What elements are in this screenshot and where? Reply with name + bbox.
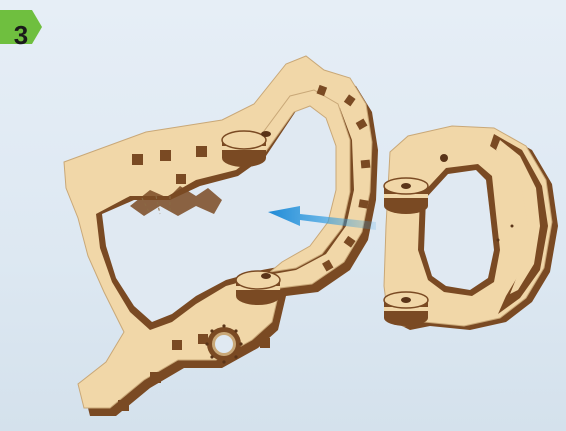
right-small-hole bbox=[440, 154, 448, 162]
right-peg-bottom bbox=[384, 292, 428, 326]
right-tiny-hole-2 bbox=[511, 225, 514, 228]
right-tiny-hole-1 bbox=[497, 239, 500, 242]
frame-left-part bbox=[64, 56, 378, 416]
round-hole bbox=[205, 324, 242, 363]
frame-right-part bbox=[384, 126, 558, 330]
spacer-peg-bottom bbox=[236, 271, 280, 305]
spacer-peg-top bbox=[222, 131, 271, 167]
right-peg-top bbox=[384, 178, 428, 214]
